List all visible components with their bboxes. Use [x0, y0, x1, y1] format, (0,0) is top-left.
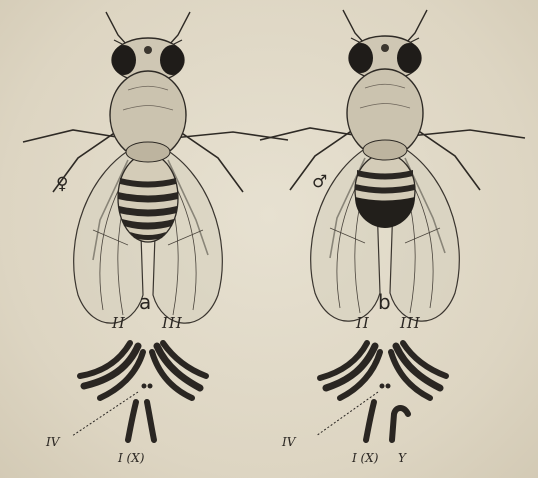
female-symbol: ♀	[56, 176, 68, 193]
chromosome-label-iv: IV	[46, 436, 59, 448]
chromosome-iii	[403, 343, 446, 376]
x-chromosome	[147, 402, 154, 440]
chromosome-ii	[340, 352, 380, 398]
chromosome-iv	[148, 384, 153, 389]
chromosome-label-iii: III	[162, 316, 183, 331]
chromosome-label-ii: II	[356, 316, 370, 331]
chromosome-label-x: I (X)	[352, 452, 378, 464]
chromosome-label-x: I (X)	[118, 452, 144, 464]
chromosome-label-y: Y	[398, 452, 406, 464]
chromosome-label-iv: IV	[282, 436, 295, 448]
x-chromosome	[128, 402, 136, 440]
female-fly	[23, 12, 288, 323]
chromosome-iii	[152, 352, 192, 398]
chromosome-iv	[142, 384, 147, 389]
chromosome-iv	[386, 384, 391, 389]
x-chromosome	[366, 402, 374, 440]
male-karyotype	[316, 343, 446, 440]
panel-label-b: b	[378, 292, 391, 312]
chromosome-label-iii: III	[400, 316, 421, 331]
male-fly	[260, 10, 525, 321]
panel-label-a: a	[139, 292, 151, 312]
chromosome-ii	[326, 346, 375, 388]
y-chromosome	[392, 408, 408, 440]
male-symbol: ♂	[312, 174, 327, 191]
female-karyotype	[72, 343, 206, 440]
chromosome-label-ii: II	[112, 316, 126, 331]
chromosome-iv	[380, 384, 385, 389]
